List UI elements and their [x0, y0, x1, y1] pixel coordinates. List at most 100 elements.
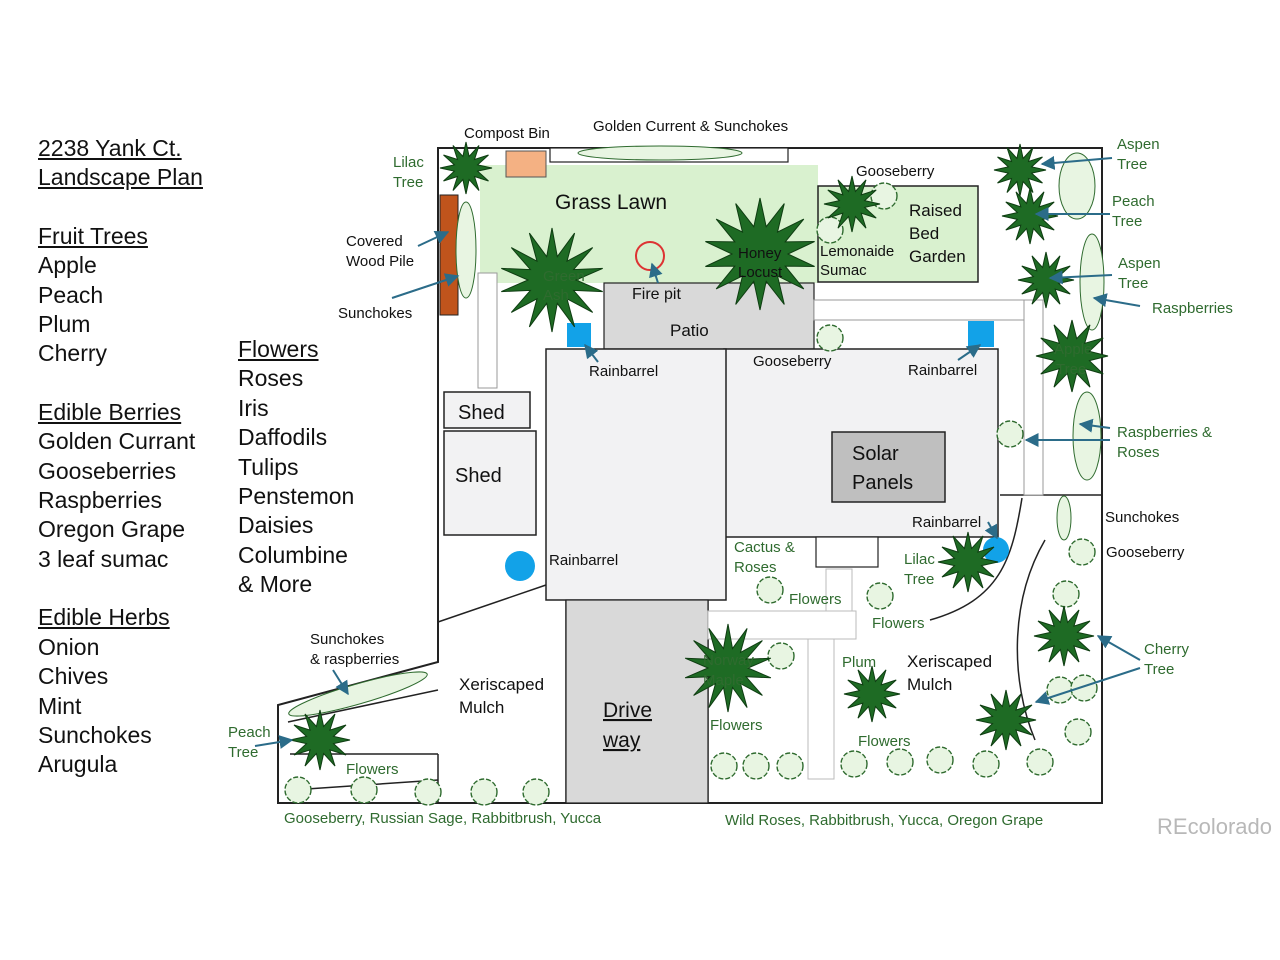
plan-title-line1: 2238 Yank Ct. [38, 135, 182, 161]
shed-large-label: Shed [455, 465, 502, 487]
berry-item: Gooseberries [38, 457, 177, 484]
flower-item: Daisies [238, 512, 314, 539]
bush-icon [767, 642, 795, 670]
shrub-bed [1072, 391, 1102, 481]
garden-path-curve [1016, 539, 1046, 741]
sunchokes-east-label: Sunchokes [1105, 509, 1179, 526]
cactus-roses-label: Cactus &Roses [734, 539, 795, 576]
flowers-label: Flowers [858, 733, 911, 750]
tree-icon [823, 175, 881, 233]
plum-label: Plum [842, 654, 876, 671]
tree-icon [501, 227, 603, 333]
flowers-legend: Flowers Roses Iris Daffodils Tulips Pens… [238, 335, 354, 600]
watermark: REcolorado [1157, 814, 1272, 839]
fruit-trees-heading: Fruit Trees [38, 222, 148, 249]
rainbarrel [983, 537, 1009, 563]
herb-item: Mint [38, 692, 82, 719]
shrub-bed [1058, 152, 1096, 220]
tree-icon [1033, 605, 1095, 667]
sunchokes-west-label: Sunchokes [338, 305, 412, 322]
bush-icon [816, 216, 844, 244]
tree-icon [1035, 319, 1109, 393]
bottom-right-plants-label: Wild Roses, Rabbitbrush, Yucca, Oregon G… [725, 812, 1043, 829]
fruit-tree-item: Plum [38, 311, 91, 338]
front-walk [825, 568, 853, 612]
tree-icon [439, 141, 493, 195]
flowers-label: Flowers [789, 591, 842, 608]
herb-item: Chives [38, 663, 109, 690]
gooseberry-house-label: Gooseberry [753, 353, 832, 370]
flower-item: Roses [238, 365, 304, 392]
rainbarrel [567, 323, 591, 347]
bush-icon [284, 776, 312, 804]
gooseberry-east-label: Gooseberry [1106, 544, 1185, 561]
bush-icon [350, 776, 378, 804]
garden-path-curve [929, 497, 1023, 621]
tree-icon [1001, 187, 1059, 245]
shrub-bed [1056, 495, 1072, 541]
rainbarrel-label: Rainbarrel [912, 514, 981, 531]
tree-icon [975, 689, 1037, 751]
patio-label: Patio [670, 321, 709, 340]
front-walk [807, 638, 835, 780]
lot-divider [437, 584, 547, 623]
rainbarrel [505, 551, 535, 581]
tree-icon [993, 143, 1047, 197]
driveway [565, 599, 709, 804]
flower-item: Daffodils [238, 424, 328, 451]
flower-item: & More [238, 571, 313, 598]
property-boundary [277, 147, 1103, 804]
bush-icon [816, 324, 844, 352]
sunchoke-bed [455, 201, 477, 299]
tree-icon [684, 623, 772, 713]
flowers-heading: Flowers [238, 336, 319, 362]
bush-icon [1068, 538, 1096, 566]
bush-icon [414, 778, 442, 806]
plan-title-line2: Landscape Plan [38, 164, 203, 191]
west-walkway [477, 272, 498, 389]
rainbarrel-label: Rainbarrel [908, 362, 977, 379]
bush-icon [840, 750, 868, 778]
raspberries-roses-label: Raspberries &Roses [1117, 424, 1212, 461]
shed-small [443, 391, 531, 429]
shed-small-label: Shed [458, 402, 505, 424]
tree-icon [289, 709, 351, 771]
bush-icon [1064, 718, 1092, 746]
gooseberry-top-label: Gooseberry [856, 163, 935, 180]
tree-icon [937, 531, 999, 593]
front-walk [707, 610, 857, 640]
bush-icon [776, 752, 804, 780]
covered-wood-pile [439, 194, 459, 316]
east-walkway [1023, 299, 1044, 496]
tree-icon [843, 665, 901, 723]
shrub-row [577, 145, 743, 161]
flower-item: Penstemon [238, 483, 355, 510]
raspberries-label: Raspberries [1152, 300, 1233, 317]
herb-item: Onion [38, 633, 100, 660]
edible-berries-heading: Edible Berries [38, 398, 182, 425]
berry-item: Raspberries [38, 487, 162, 514]
edible-herbs-heading: Edible Herbs [38, 604, 170, 631]
shed-large [443, 430, 537, 536]
tree-group [289, 141, 1109, 771]
bush-icon [866, 582, 894, 610]
fruit-tree-item: Apple [38, 252, 97, 279]
side-walkway [813, 299, 1027, 321]
plan-legend: 2238 Yank Ct. Landscape Plan Fruit Trees… [38, 134, 203, 780]
berry-item: Oregon Grape [38, 516, 186, 543]
porch [815, 536, 879, 568]
bush-icon [522, 778, 550, 806]
grass-lawn-label: Grass Lawn [555, 191, 667, 214]
flower-item: Iris [238, 394, 269, 421]
bush-icon [742, 752, 770, 780]
